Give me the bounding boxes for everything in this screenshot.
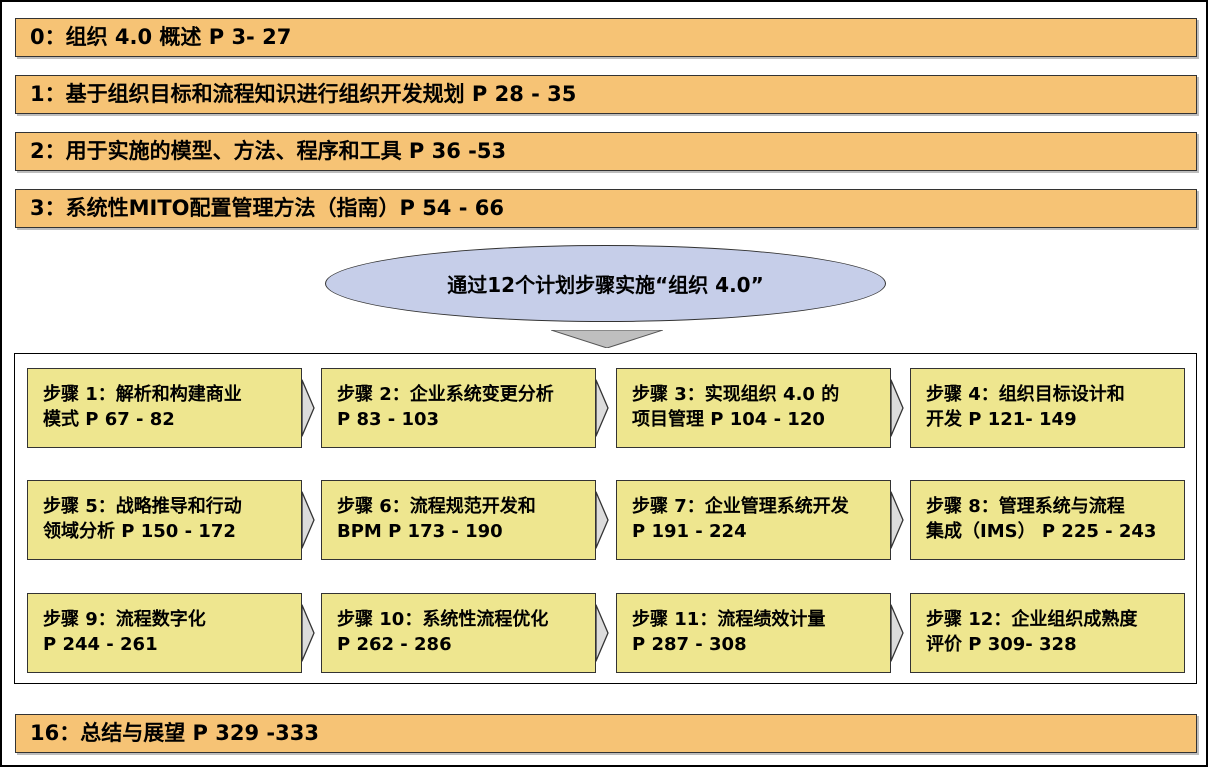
step-box-11: 步骤 11：流程绩效计量 P 287 - 308 [616,593,891,673]
chevron-right-icon [302,491,315,549]
chevron-right-icon [891,491,904,549]
step-6-line2: BPM P 173 - 190 [337,521,503,542]
step-2-line2: P 83 - 103 [337,409,440,430]
step-7-line1: 步骤 7：企业管理系统开发 [632,496,849,517]
step-3-line2: 项目管理 P 104 - 120 [632,409,825,430]
step-3-line1: 步骤 3：实现组织 4.0 的 [632,384,840,405]
chevron-right-icon [891,379,904,437]
chevron-right-icon [302,604,315,662]
chevron-right-icon [891,604,904,662]
step-9-line1: 步骤 9：流程数字化 [43,609,206,630]
section-bar-2: 2：用于实施的模型、方法、程序和工具 P 36 -53 [15,132,1197,171]
step-box-9: 步骤 9：流程数字化 P 244 - 261 [27,593,302,673]
step-box-12: 步骤 12：企业组织成熟度评价 P 309- 328 [910,593,1185,673]
step-box-1: 步骤 1：解析和构建商业模式 P 67 - 82 [27,368,302,448]
chevron-right-icon [302,379,315,437]
step-2-line1: 步骤 2：企业系统变更分析 [337,384,554,405]
section-bar-3: 3：系统性MITO配置管理方法（指南）P 54 - 66 [15,189,1197,228]
step-11-line2: P 287 - 308 [632,634,747,655]
step-box-8: 步骤 8：管理系统与流程集成（IMS） P 225 - 243 [910,480,1185,560]
implementation-ellipse-label: 通过12个计划步骤实施“组织 4.0” [447,273,764,297]
step-1-line2: 模式 P 67 - 82 [43,409,175,430]
implementation-ellipse: 通过12个计划步骤实施“组织 4.0” [325,245,886,322]
steps-container: 步骤 1：解析和构建商业模式 P 67 - 82 步骤 2：企业系统变更分析 P 8… [14,353,1197,684]
step-box-10: 步骤 10：系统性流程优化 P 262 - 286 [321,593,596,673]
step-5-line1: 步骤 5：战略推导和行动 [43,496,242,517]
step-6-line1: 步骤 6：流程规范开发和 [337,496,536,517]
step-box-5: 步骤 5：战略推导和行动领域分析 P 150 - 172 [27,480,302,560]
section-bar-0: 0：组织 4.0 概述 P 3- 27 [15,18,1197,57]
step-8-line1: 步骤 8：管理系统与流程 [926,496,1125,517]
step-9-line2: P 244 - 261 [43,634,158,655]
step-box-2: 步骤 2：企业系统变更分析 P 83 - 103 [321,368,596,448]
step-box-6: 步骤 6：流程规范开发和 BPM P 173 - 190 [321,480,596,560]
step-1-line1: 步骤 1：解析和构建商业 [43,384,242,405]
chevron-right-icon [596,379,609,437]
step-4-line2: 开发 P 121- 149 [926,409,1077,430]
chevron-right-icon [596,604,609,662]
step-10-line2: P 262 - 286 [337,634,452,655]
section-bar-1: 1：基于组织目标和流程知识进行组织开发规划 P 28 - 35 [15,75,1197,114]
step-8-line2: 集成（IMS） P 225 - 243 [926,521,1157,542]
step-12-line2: 评价 P 309- 328 [926,634,1077,655]
summary-bar: 16：总结与展望 P 329 -333 [15,714,1197,753]
step-4-line1: 步骤 4：组织目标设计和 [926,384,1125,405]
step-7-line2: P 191 - 224 [632,521,747,542]
step-box-7: 步骤 7：企业管理系统开发 P 191 - 224 [616,480,891,560]
step-10-line1: 步骤 10：系统性流程优化 [337,609,549,630]
step-box-4: 步骤 4：组织目标设计和开发 P 121- 149 [910,368,1185,448]
step-12-line1: 步骤 12：企业组织成熟度 [926,609,1138,630]
step-11-line1: 步骤 11：流程绩效计量 [632,609,826,630]
step-box-3: 步骤 3：实现组织 4.0 的项目管理 P 104 - 120 [616,368,891,448]
chevron-right-icon [596,491,609,549]
step-5-line2: 领域分析 P 150 - 172 [43,521,236,542]
down-arrow-icon [551,330,663,348]
